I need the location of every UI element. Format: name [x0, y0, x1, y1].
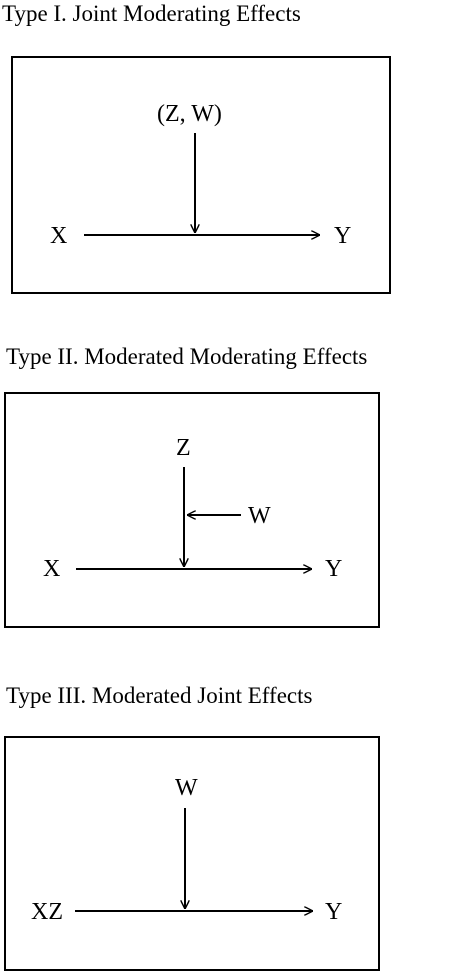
panel-3-title: Type III. Moderated Joint Effects [6, 683, 313, 708]
panel-3-y-node: Y [325, 899, 343, 925]
panel-1-x-node: X [50, 223, 68, 249]
panel-3-moderator-node: W [175, 775, 198, 801]
panel-2-y-node: Y [325, 556, 343, 582]
panel-2-second-moderator-node: W [248, 503, 271, 529]
panel-1-moderator-node: (Z, W) [157, 101, 222, 127]
panel-2-title: Type II. Moderated Moderating Effects [6, 344, 368, 369]
panel-2-moderator-node: Z [176, 435, 191, 461]
panel-2-box [4, 392, 380, 628]
panel-3-x-node: XZ [31, 899, 63, 925]
panel-2-x-node: X [43, 556, 61, 582]
panel-1-title: Type I. Joint Moderating Effects [2, 1, 301, 26]
panel-3-box [4, 736, 380, 971]
panel-1-box [11, 56, 391, 294]
panel-1-y-node: Y [334, 223, 352, 249]
